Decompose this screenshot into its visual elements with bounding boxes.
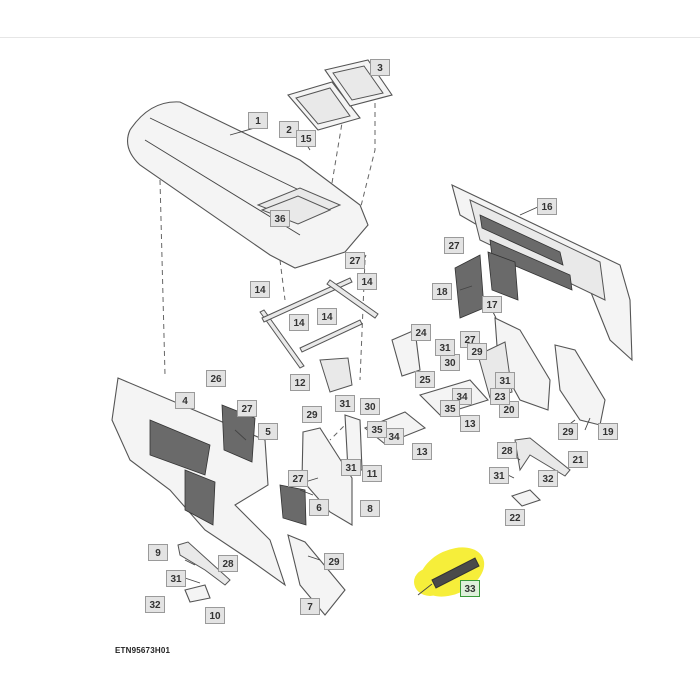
callout-1: 1 — [248, 112, 268, 129]
callout-22: 22 — [505, 509, 525, 526]
callout-29a: 29 — [302, 406, 322, 423]
drawing-code: ETN95673H01 — [115, 646, 171, 655]
callout-31f: 31 — [489, 467, 509, 484]
callout-31d: 31 — [341, 459, 361, 476]
callout-12: 12 — [290, 374, 310, 391]
callout-19: 19 — [598, 423, 618, 440]
callout-31b: 31 — [435, 339, 455, 356]
callout-33: 33 — [460, 580, 480, 597]
callout-27a: 27 — [345, 252, 365, 269]
callout-31a: 31 — [335, 395, 355, 412]
callout-10: 10 — [205, 607, 225, 624]
callout-35b: 35 — [367, 421, 387, 438]
callout-29b: 29 — [467, 343, 487, 360]
callout-29d: 29 — [324, 553, 344, 570]
callout-17: 17 — [482, 296, 502, 313]
support-rods — [259, 277, 379, 369]
callout-29c: 29 — [558, 423, 578, 440]
callout-36: 36 — [270, 210, 290, 227]
callout-14d: 14 — [317, 308, 337, 325]
callout-15: 15 — [296, 130, 316, 147]
callout-13a: 13 — [460, 415, 480, 432]
part-33-highlight — [414, 547, 485, 597]
callout-31e: 31 — [166, 570, 186, 587]
rear-brackets — [510, 437, 571, 507]
callout-27d: 27 — [288, 470, 308, 487]
callout-35a: 35 — [440, 400, 460, 417]
callout-31c: 31 — [495, 372, 515, 389]
callout-8: 8 — [360, 500, 380, 517]
callout-6: 6 — [309, 499, 329, 516]
callout-14e: 14 — [357, 273, 377, 290]
callout-27c: 27 — [237, 400, 257, 417]
callout-28b: 28 — [497, 442, 517, 459]
callout-7: 7 — [300, 598, 320, 615]
callout-3: 3 — [370, 59, 390, 76]
callout-30b: 30 — [360, 398, 380, 415]
callout-25: 25 — [415, 371, 435, 388]
callout-13b: 13 — [412, 443, 432, 460]
center-small-parts — [279, 357, 363, 616]
top-divider — [0, 37, 700, 38]
callout-23: 23 — [490, 388, 510, 405]
callout-34b: 34 — [384, 428, 404, 445]
callout-14b: 14 — [250, 281, 270, 298]
callout-28a: 28 — [218, 555, 238, 572]
rear-grille-assembly — [451, 183, 633, 362]
callout-18: 18 — [432, 283, 452, 300]
callout-16: 16 — [537, 198, 557, 215]
callout-21: 21 — [568, 451, 588, 468]
lower-left-brackets — [177, 541, 231, 603]
callout-27b: 27 — [444, 237, 464, 254]
callout-5: 5 — [258, 423, 278, 440]
callout-14c: 14 — [289, 314, 309, 331]
callout-24: 24 — [411, 324, 431, 341]
callout-26: 26 — [206, 370, 226, 387]
callout-32b: 32 — [538, 470, 558, 487]
callout-9: 9 — [148, 544, 168, 561]
callout-2: 2 — [279, 121, 299, 138]
callout-11: 11 — [362, 465, 382, 482]
callout-32a: 32 — [145, 596, 165, 613]
callout-4: 4 — [175, 392, 195, 409]
